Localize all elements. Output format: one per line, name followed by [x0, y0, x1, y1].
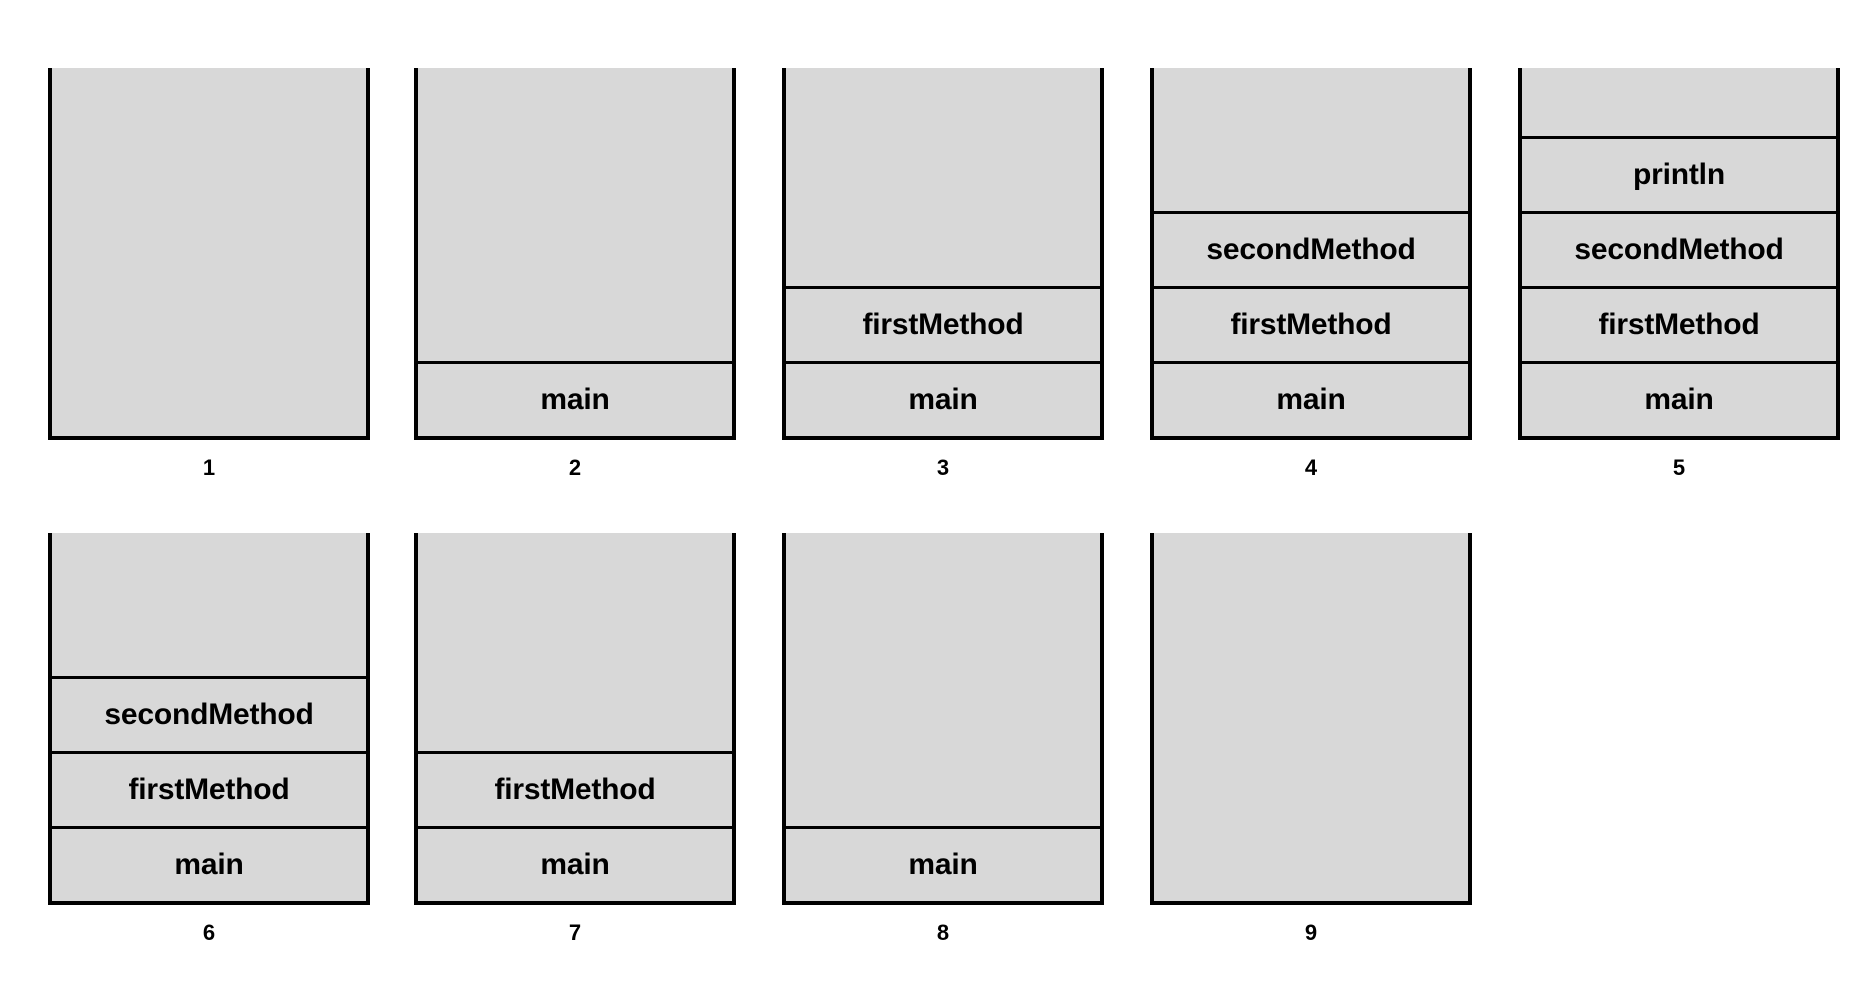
- stack-snapshot-2: main 2: [414, 68, 736, 479]
- stack-empty-space: [786, 68, 1100, 286]
- stack-empty-space: [1522, 68, 1836, 136]
- stack-empty-space: [1154, 68, 1468, 211]
- stack-frame: firstMethod: [1522, 286, 1836, 361]
- snapshot-caption-6: 6: [202, 920, 216, 945]
- stack-frame: firstMethod: [1154, 286, 1468, 361]
- stack-snapshot-9: 9: [1150, 533, 1472, 944]
- snapshot-caption-5: 5: [1672, 455, 1686, 480]
- stack-frame: main: [418, 361, 732, 436]
- stack-frame-label: secondMethod: [1206, 233, 1416, 266]
- stack-frame-label: secondMethod: [1574, 233, 1784, 266]
- stack-frame-label: firstMethod: [1230, 308, 1392, 341]
- stack-snapshot-5: println secondMethod firstMethod main 5: [1518, 68, 1840, 479]
- stack-frame-label: main: [540, 383, 610, 416]
- stack-snapshot-7: firstMethod main 7: [414, 533, 736, 944]
- stack-empty-space: [418, 533, 732, 751]
- stack-frame-label: secondMethod: [104, 698, 314, 731]
- snapshot-caption-1: 1: [202, 455, 216, 480]
- stack-box-6: secondMethod firstMethod main: [48, 533, 370, 905]
- stack-empty-space: [52, 68, 366, 436]
- stack-empty-space: [418, 68, 732, 361]
- stack-snapshot-8: main 8: [782, 533, 1104, 944]
- stack-box-9: [1150, 533, 1472, 905]
- stack-frame: main: [1154, 361, 1468, 436]
- stack-frame: secondMethod: [52, 676, 366, 751]
- snapshot-caption-2: 2: [568, 455, 582, 480]
- stack-frame: firstMethod: [52, 751, 366, 826]
- stack-frame-label: main: [174, 848, 244, 881]
- stack-frame: main: [52, 826, 366, 901]
- snapshot-caption-4: 4: [1304, 455, 1318, 480]
- stack-snapshot-6: secondMethod firstMethod main 6: [48, 533, 370, 944]
- stack-box-4: secondMethod firstMethod main: [1150, 68, 1472, 440]
- stack-frame-label: main: [908, 383, 978, 416]
- stack-frame-label: main: [540, 848, 610, 881]
- stack-box-2: main: [414, 68, 736, 440]
- stack-frame: secondMethod: [1154, 211, 1468, 286]
- stack-frame: main: [418, 826, 732, 901]
- stack-snapshot-1: 1: [48, 68, 370, 479]
- snapshot-caption-7: 7: [568, 920, 582, 945]
- snapshot-caption-8: 8: [936, 920, 950, 945]
- stack-frame-label: firstMethod: [128, 773, 290, 806]
- stack-frame-label: println: [1633, 158, 1725, 191]
- snapshot-caption-3: 3: [936, 455, 950, 480]
- stack-frame-label: firstMethod: [494, 773, 656, 806]
- stack-frame-label: firstMethod: [862, 308, 1024, 341]
- stack-frame: firstMethod: [786, 286, 1100, 361]
- snapshot-caption-9: 9: [1304, 920, 1318, 945]
- stack-empty-space: [1154, 533, 1468, 901]
- stack-frame: firstMethod: [418, 751, 732, 826]
- stack-frame-label: main: [908, 848, 978, 881]
- stack-frame-label: firstMethod: [1598, 308, 1760, 341]
- stack-frame: main: [786, 826, 1100, 901]
- stack-frame-label: main: [1644, 383, 1714, 416]
- stack-box-5: println secondMethod firstMethod main: [1518, 68, 1840, 440]
- stack-frame: main: [786, 361, 1100, 436]
- stack-empty-space: [786, 533, 1100, 826]
- stack-snapshot-4: secondMethod firstMethod main 4: [1150, 68, 1472, 479]
- stack-box-3: firstMethod main: [782, 68, 1104, 440]
- stack-box-8: main: [782, 533, 1104, 905]
- stack-box-7: firstMethod main: [414, 533, 736, 905]
- stack-frame: secondMethod: [1522, 211, 1836, 286]
- stack-frame: println: [1522, 136, 1836, 211]
- stack-frame-label: main: [1276, 383, 1346, 416]
- stack-frame: main: [1522, 361, 1836, 436]
- stack-box-1: [48, 68, 370, 440]
- stack-empty-space: [52, 533, 366, 676]
- stack-snapshot-3: firstMethod main 3: [782, 68, 1104, 479]
